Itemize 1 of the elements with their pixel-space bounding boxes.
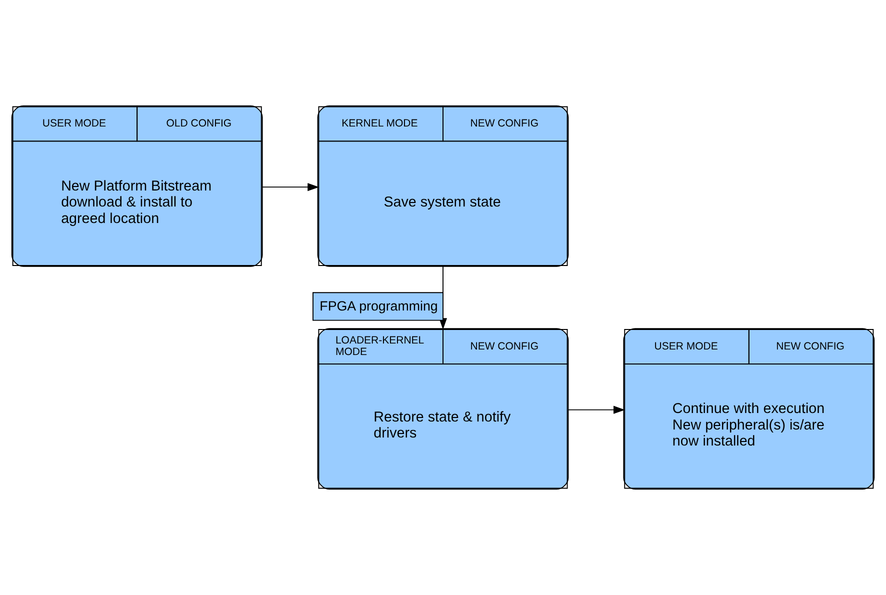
edge-label: FPGA programming — [320, 298, 438, 314]
